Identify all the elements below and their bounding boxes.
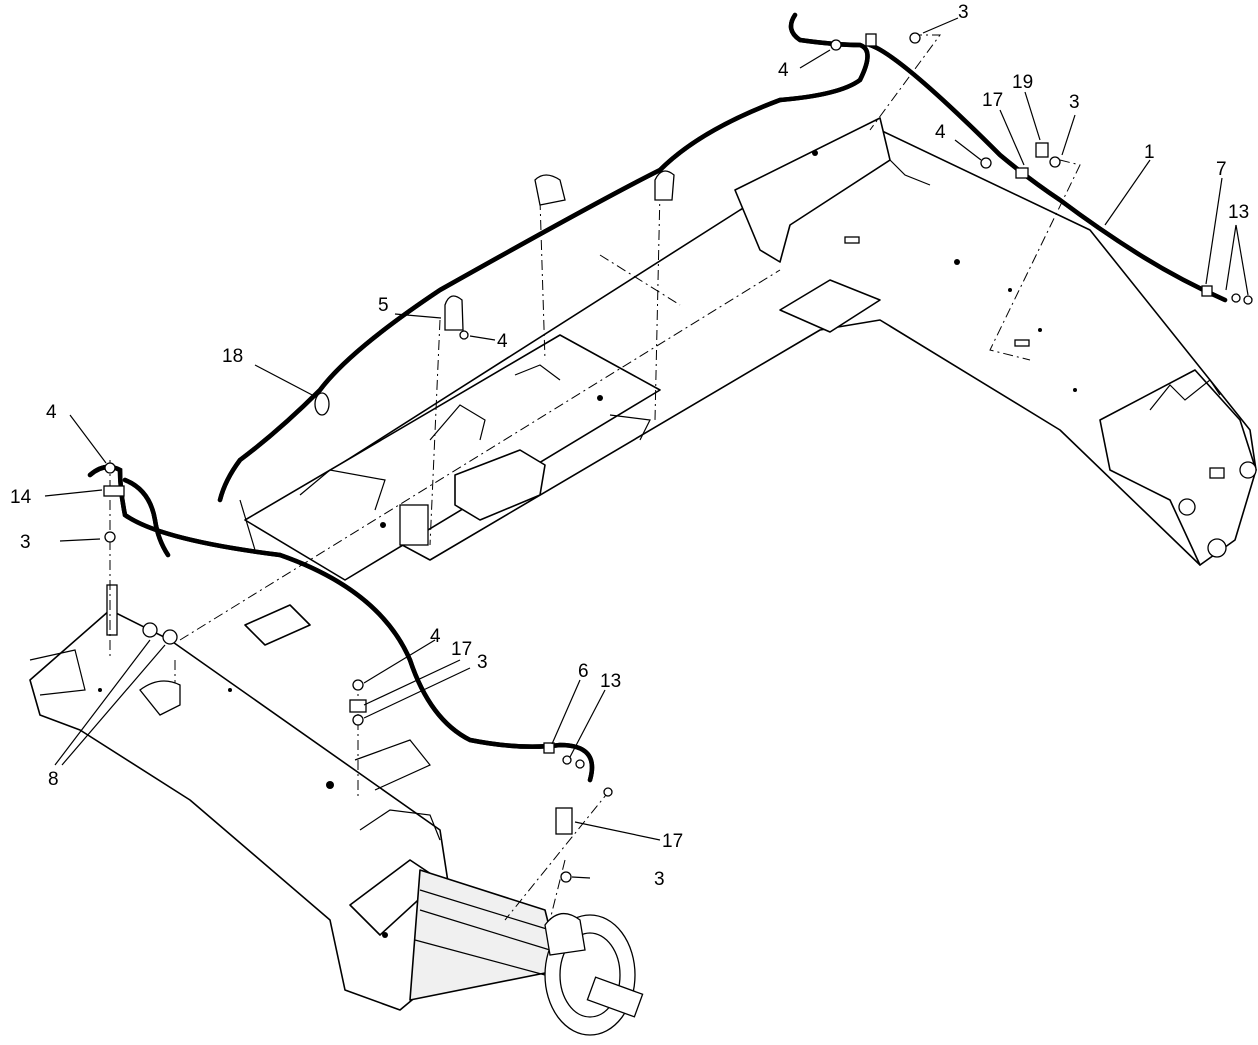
callout-7: 7 [1216, 159, 1227, 180]
nut-3a [909, 32, 921, 44]
callout-17c: 17 [662, 831, 683, 852]
clamp-17a [1015, 167, 1029, 179]
washer-13b [1243, 295, 1253, 305]
callout-4e: 4 [430, 626, 441, 647]
hidden-lines [109, 34, 1081, 921]
callout-17a: 17 [982, 90, 1003, 111]
washer-13a [1231, 293, 1241, 303]
fitting-7 [1201, 285, 1213, 297]
mount-left [139, 680, 181, 716]
callout-3e: 3 [477, 652, 488, 673]
lower-frame [29, 584, 461, 1011]
callout-18: 18 [222, 346, 243, 367]
bracket-mid [534, 174, 566, 206]
center-beam [239, 334, 661, 581]
callout-4c: 4 [497, 331, 508, 352]
clamp-17c [555, 807, 573, 835]
clamp-19 [1035, 142, 1049, 158]
nut-misc [603, 787, 613, 797]
fitting-6 [543, 742, 555, 754]
washer-13c [562, 755, 572, 765]
nut-4c [459, 330, 469, 340]
callout-3d: 3 [654, 869, 665, 890]
nut-3b [1049, 156, 1061, 168]
clamp-14 [103, 485, 125, 497]
leader-lines [44, 17, 1249, 879]
clamp-top [865, 33, 877, 47]
callout-4a: 4 [778, 60, 789, 81]
callout-3b: 3 [1069, 92, 1080, 113]
callout-14: 14 [10, 487, 32, 508]
hardware-parts [103, 32, 1253, 883]
callout-5: 5 [378, 295, 389, 316]
callout-4d: 4 [46, 402, 57, 423]
axle-assembly [409, 869, 644, 1036]
nut-3e [560, 871, 572, 883]
callout-13b: 13 [600, 671, 621, 692]
nut-3d [352, 714, 364, 726]
clamp-17b [349, 699, 367, 713]
bracket-5 [444, 295, 464, 331]
bracket-upper [654, 170, 675, 201]
callout-labels: 1 3 3 3 3 3 4 4 4 4 4 5 6 7 8 13 13 14 1… [10, 2, 1249, 890]
washer-13d [575, 759, 585, 769]
nut-4d [104, 462, 116, 474]
callout-1: 1 [1144, 142, 1155, 163]
callout-17b: 17 [451, 639, 472, 660]
nut-4a [830, 39, 842, 51]
nut-3c [104, 531, 116, 543]
nut-4e [352, 679, 364, 691]
callout-4b: 4 [935, 122, 946, 143]
nut-4b [980, 157, 992, 169]
callout-3a: 3 [958, 2, 969, 23]
grommet-18 [314, 392, 330, 416]
callout-19: 19 [1012, 72, 1033, 93]
callout-8: 8 [48, 769, 59, 790]
callout-3c: 3 [20, 532, 31, 553]
callout-6: 6 [578, 661, 589, 682]
callout-13a: 13 [1228, 202, 1249, 223]
